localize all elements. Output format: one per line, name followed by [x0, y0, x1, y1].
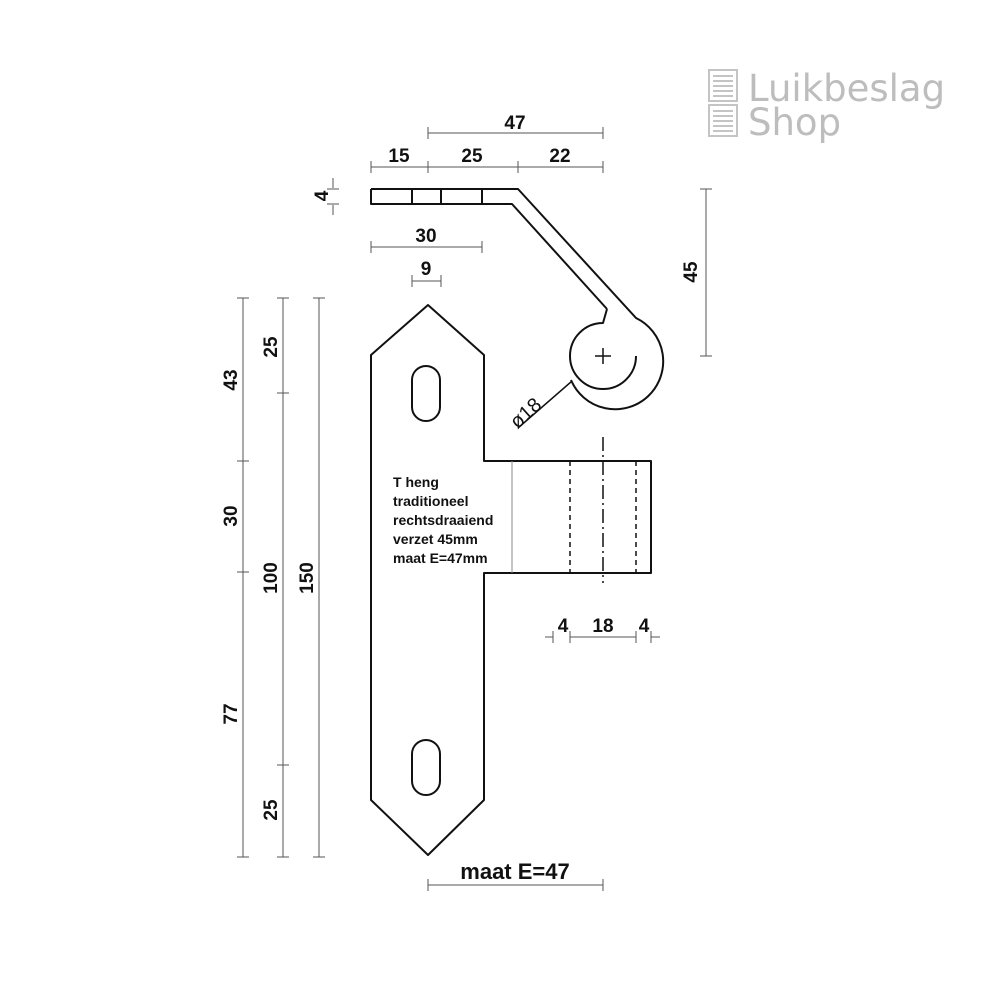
dimension-line-bottom: [427, 879, 604, 891]
dimension-lines-tube: [545, 631, 660, 643]
dim-150: 150: [297, 562, 318, 594]
note-line-1: T heng: [393, 474, 439, 490]
dim-77: 77: [221, 703, 242, 724]
dimension-lines-top: [327, 127, 712, 429]
plate-view: [370, 304, 652, 856]
logo-text-line2: Shop: [748, 101, 841, 144]
dimension-lines-side: [237, 297, 325, 858]
note-line-3: rechtsdraaiend: [393, 512, 493, 528]
dim-43: 43: [221, 369, 242, 390]
dim-100: 100: [261, 562, 282, 594]
logo: Luikbeslag Shop: [708, 67, 945, 144]
dim-9: 9: [421, 259, 432, 280]
dim-tube-18: 18: [592, 616, 613, 637]
dim-30-side: 30: [221, 505, 242, 526]
dim-4-thickness: 4: [312, 190, 333, 201]
slot-hole-bottom: [411, 739, 441, 796]
note-line-4: verzet 45mm: [393, 531, 478, 547]
dim-25: 25: [461, 146, 483, 167]
dim-25-top: 25: [261, 336, 282, 358]
dim-wall-left-4: 4: [558, 616, 569, 637]
dim-45: 45: [681, 261, 702, 283]
note-line-2: traditioneel: [393, 493, 468, 509]
logo-text-line1: Luikbeslag: [748, 67, 945, 110]
dim-wall-right-4: 4: [639, 616, 650, 637]
dim-30: 30: [415, 226, 436, 247]
dim-22: 22: [549, 146, 570, 167]
slot-hole-top: [411, 365, 441, 422]
dim-47: 47: [504, 113, 525, 134]
bottom-label-maat-e: maat E=47: [460, 859, 569, 884]
dim-25-bottom: 25: [261, 799, 282, 821]
shutter-icon: [708, 69, 738, 137]
note-line-5: maat E=47mm: [393, 550, 488, 566]
profile-view: [370, 188, 665, 411]
dim-diameter-18: ø18: [506, 394, 546, 433]
dim-15: 15: [388, 146, 410, 167]
